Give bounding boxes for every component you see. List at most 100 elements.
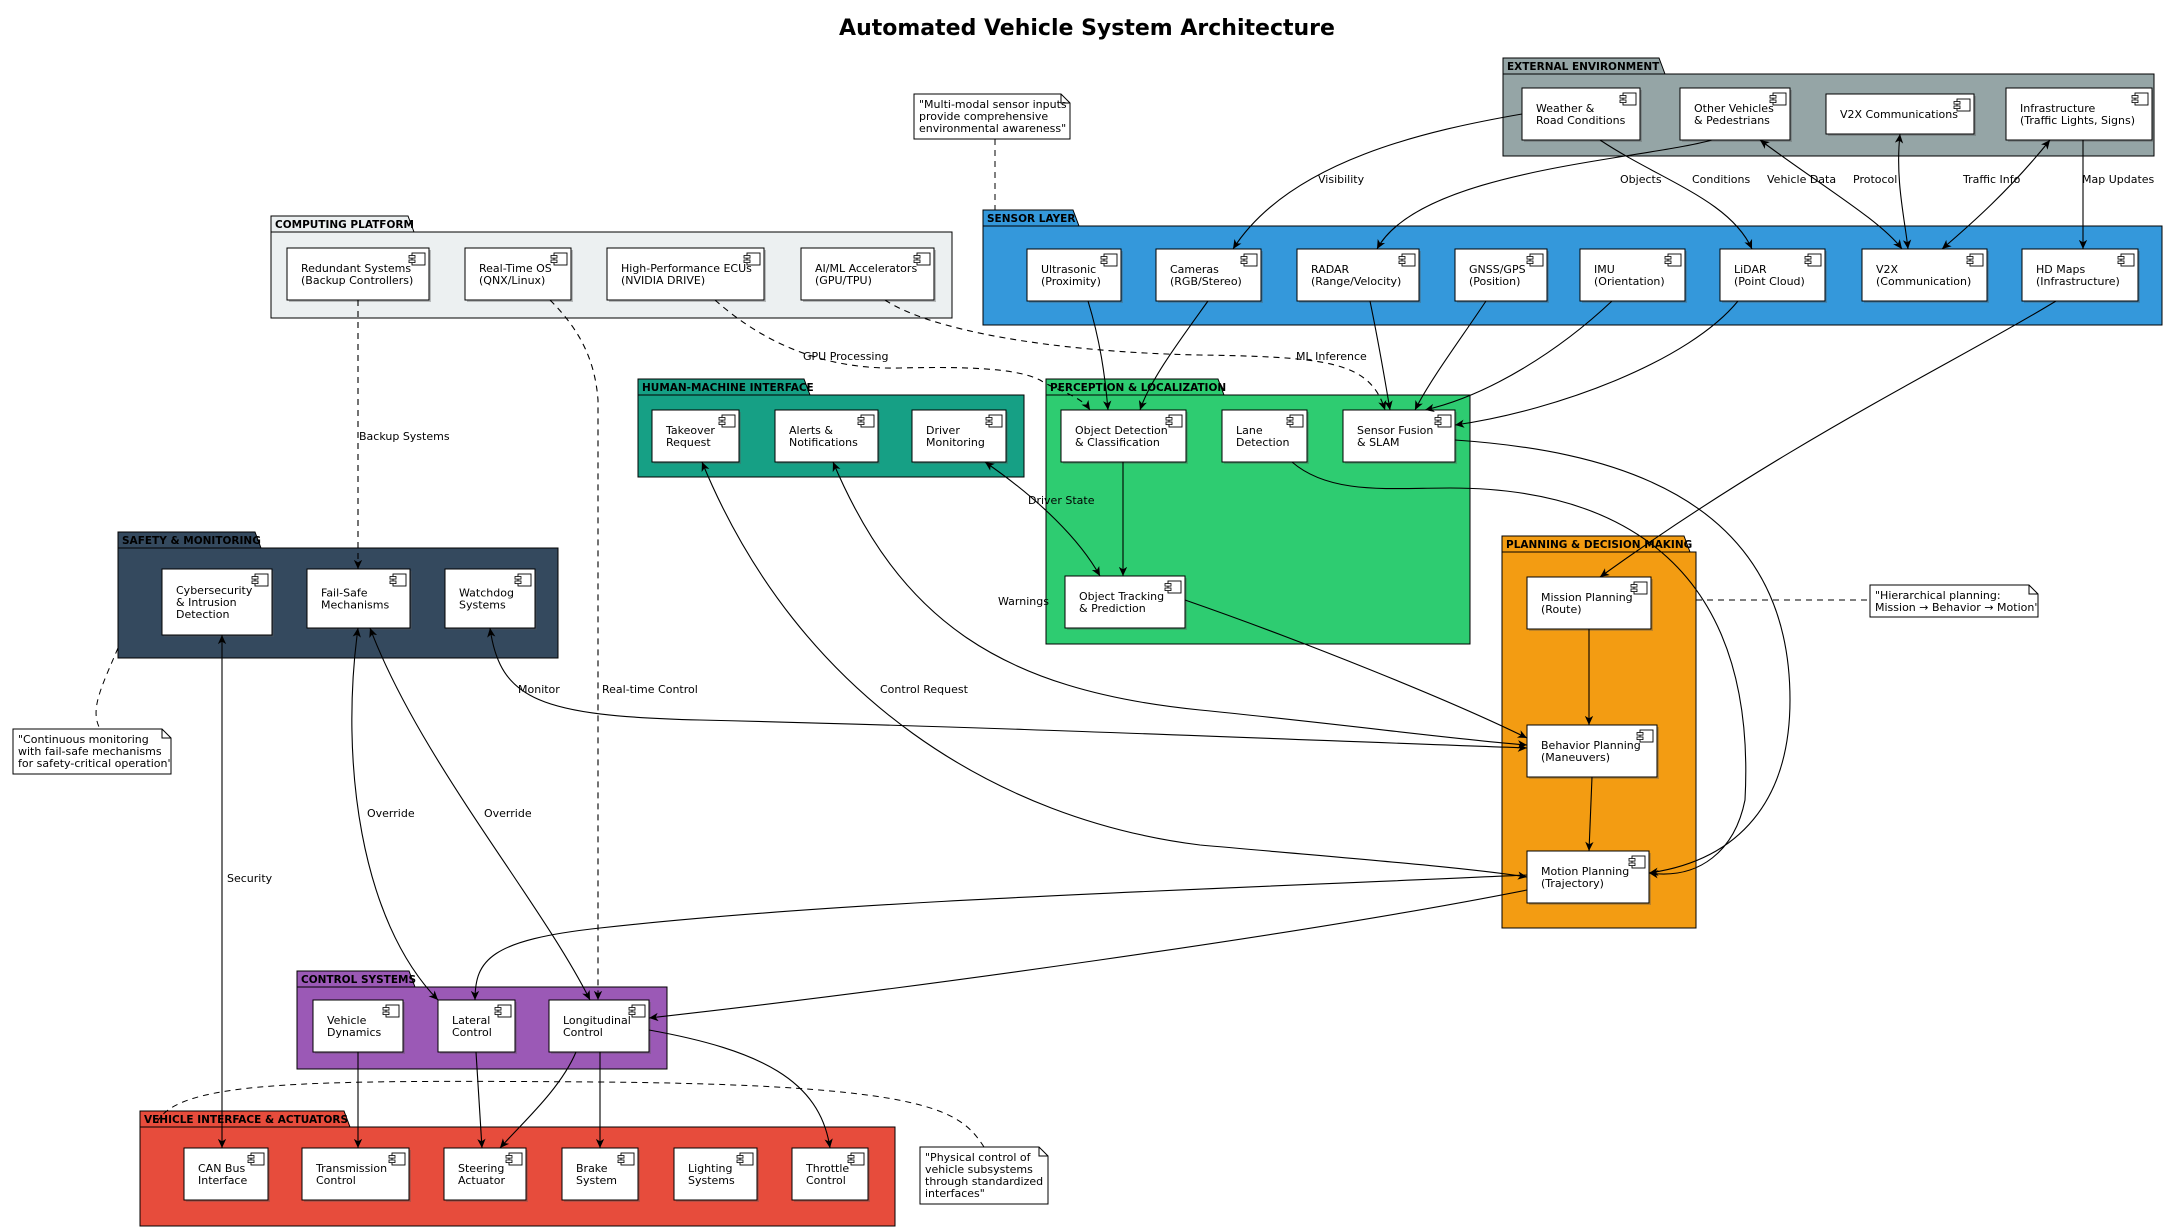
note-text-line: with fail-safe mechanisms (18, 745, 162, 758)
package-label: SAFETY & MONITORING (122, 535, 261, 547)
component-label-line: CAN Bus (198, 1162, 245, 1175)
note-text-line: environmental awareness" (919, 122, 1066, 135)
component-icon (505, 1152, 523, 1166)
component-aiml[interactable]: AI/ML Accelerators(GPU/TPU) (800, 247, 936, 302)
connector-arrow (1759, 139, 1903, 250)
component-icon (389, 573, 407, 587)
connector-arrow (1454, 300, 1739, 428)
component-label-line: Real-Time OS (479, 262, 552, 275)
component-label-line: Mechanisms (321, 599, 389, 612)
component-gnss[interactable]: GNSS/GPS(Position) (1454, 248, 1549, 303)
component-icon (494, 1004, 512, 1018)
component-label-line: Infrastructure (2020, 102, 2096, 115)
component-label-line: Motion Planning (1541, 865, 1629, 878)
component-alerts[interactable]: Alerts &Notifications (774, 409, 880, 464)
component-label-line: Watchdog (459, 587, 514, 600)
component-fusion[interactable]: Sensor Fusion& SLAM (1342, 409, 1457, 464)
component-label-line: (Point Cloud) (1734, 275, 1805, 288)
component-v2xcomm[interactable]: V2X Communications (1825, 93, 1976, 136)
connector-arrow (1376, 139, 1713, 250)
component-behavior[interactable]: Behavior Planning(Maneuvers) (1526, 724, 1659, 779)
component-label-line: Alerts & (789, 424, 833, 437)
component-hdmaps[interactable]: HD Maps(Infrastructure) (2021, 248, 2140, 303)
component-label-line: (Infrastructure) (2036, 275, 2120, 288)
component-icon (628, 1004, 646, 1018)
package-label: VEHICLE INTERFACE & ACTUATORS (144, 1114, 348, 1126)
component-v2x[interactable]: V2X(Communication) (1861, 248, 1989, 303)
note-text-line: for safety-critical operation" (18, 757, 173, 770)
component-label-line: (Communication) (1876, 275, 1971, 288)
component-weather[interactable]: Weather &Road Conditions (1521, 87, 1642, 142)
component-imu[interactable]: IMU(Orientation) (1579, 248, 1687, 303)
package-external: EXTERNAL ENVIRONMENT Weather &Road Condit… (1502, 57, 2155, 157)
component-ultrasonic[interactable]: Ultrasonic(Proximity) (1026, 248, 1123, 303)
component-icon (1630, 581, 1648, 595)
component-label-line: IMU (1594, 263, 1615, 276)
component-icon (617, 1152, 635, 1166)
edge-label-objects: Objects (1620, 173, 1662, 186)
component-mission[interactable]: Mission Planning(Route) (1526, 576, 1653, 631)
edge-label-map-updates: Map Updates (2082, 173, 2155, 186)
component-cameras[interactable]: Cameras(RGB/Stereo) (1155, 248, 1263, 303)
component-label-line: Cybersecurity (176, 584, 253, 597)
component-label-line: & Pedestrians (1694, 114, 1770, 127)
component-label-line: System (576, 1174, 617, 1187)
edges-layer (217, 113, 2088, 1149)
component-label-line: GNSS/GPS (1469, 263, 1526, 276)
component-ecus[interactable]: High-Performance ECUs(NVIDIA DRIVE) (606, 247, 766, 302)
component-label-line: Longitudinal (563, 1014, 631, 1027)
component-icon (1240, 253, 1258, 267)
component-label-line: Dynamics (327, 1026, 382, 1039)
component-label-line: (Backup Controllers) (301, 274, 413, 287)
component-label-line: Control (316, 1174, 356, 1187)
connector-arrow (1454, 439, 1791, 876)
component-lidar[interactable]: LiDAR(Point Cloud) (1719, 248, 1827, 303)
component-label-line: Behavior Planning (1541, 739, 1641, 752)
package-actuators: VEHICLE INTERFACE & ACTUATORS CAN BusInte… (139, 1110, 896, 1227)
component-label-line: & Prediction (1079, 602, 1146, 615)
component-icon (1434, 414, 1452, 428)
component-objdet[interactable]: Object Detection& Classification (1060, 409, 1188, 464)
component-tracking[interactable]: Object Tracking& Prediction (1064, 575, 1187, 630)
package-label: EXTERNAL ENVIRONMENT (1507, 61, 1660, 73)
component-icon (1165, 414, 1183, 428)
component-icon (1664, 253, 1682, 267)
component-icon (1526, 253, 1544, 267)
note-text-line: vehicle subsystems (925, 1163, 1033, 1176)
package-sensor: SENSOR LAYERUltrasonic(Proximity)Cameras… (982, 209, 2163, 326)
edge-label-ml-inference: ML Inference (1296, 350, 1367, 363)
component-label-line: Ultrasonic (1041, 263, 1096, 276)
component-rtos[interactable]: Real-Time OS(QNX/Linux) (464, 247, 573, 302)
component-redundant[interactable]: Redundant Systems(Backup Controllers) (286, 247, 431, 302)
connector-arrow (1941, 139, 2051, 250)
component-infra[interactable]: Infrastructure(Traffic Lights, Signs) (2005, 87, 2154, 142)
component-motion[interactable]: Motion Planning(Trajectory) (1526, 850, 1651, 905)
note-fold (161, 729, 171, 739)
package-control: CONTROL SYSTEMSVehicleDynamicsLateralCon… (296, 970, 668, 1070)
component-label-line: Transmission (315, 1162, 387, 1175)
component-icon (247, 1152, 265, 1166)
connector-arrow (470, 874, 1528, 1001)
component-radar[interactable]: RADAR(Range/Velocity) (1296, 248, 1421, 303)
package-hmi: HUMAN-MACHINE INTERFACETakeoverRequestAl… (637, 378, 1025, 478)
component-label-line: High-Performance ECUs (621, 262, 752, 275)
component-othervehicles[interactable]: Other Vehicles& Pedestrians (1679, 87, 1792, 142)
package-tab (637, 378, 811, 396)
component-label-line: Control (563, 1026, 603, 1039)
